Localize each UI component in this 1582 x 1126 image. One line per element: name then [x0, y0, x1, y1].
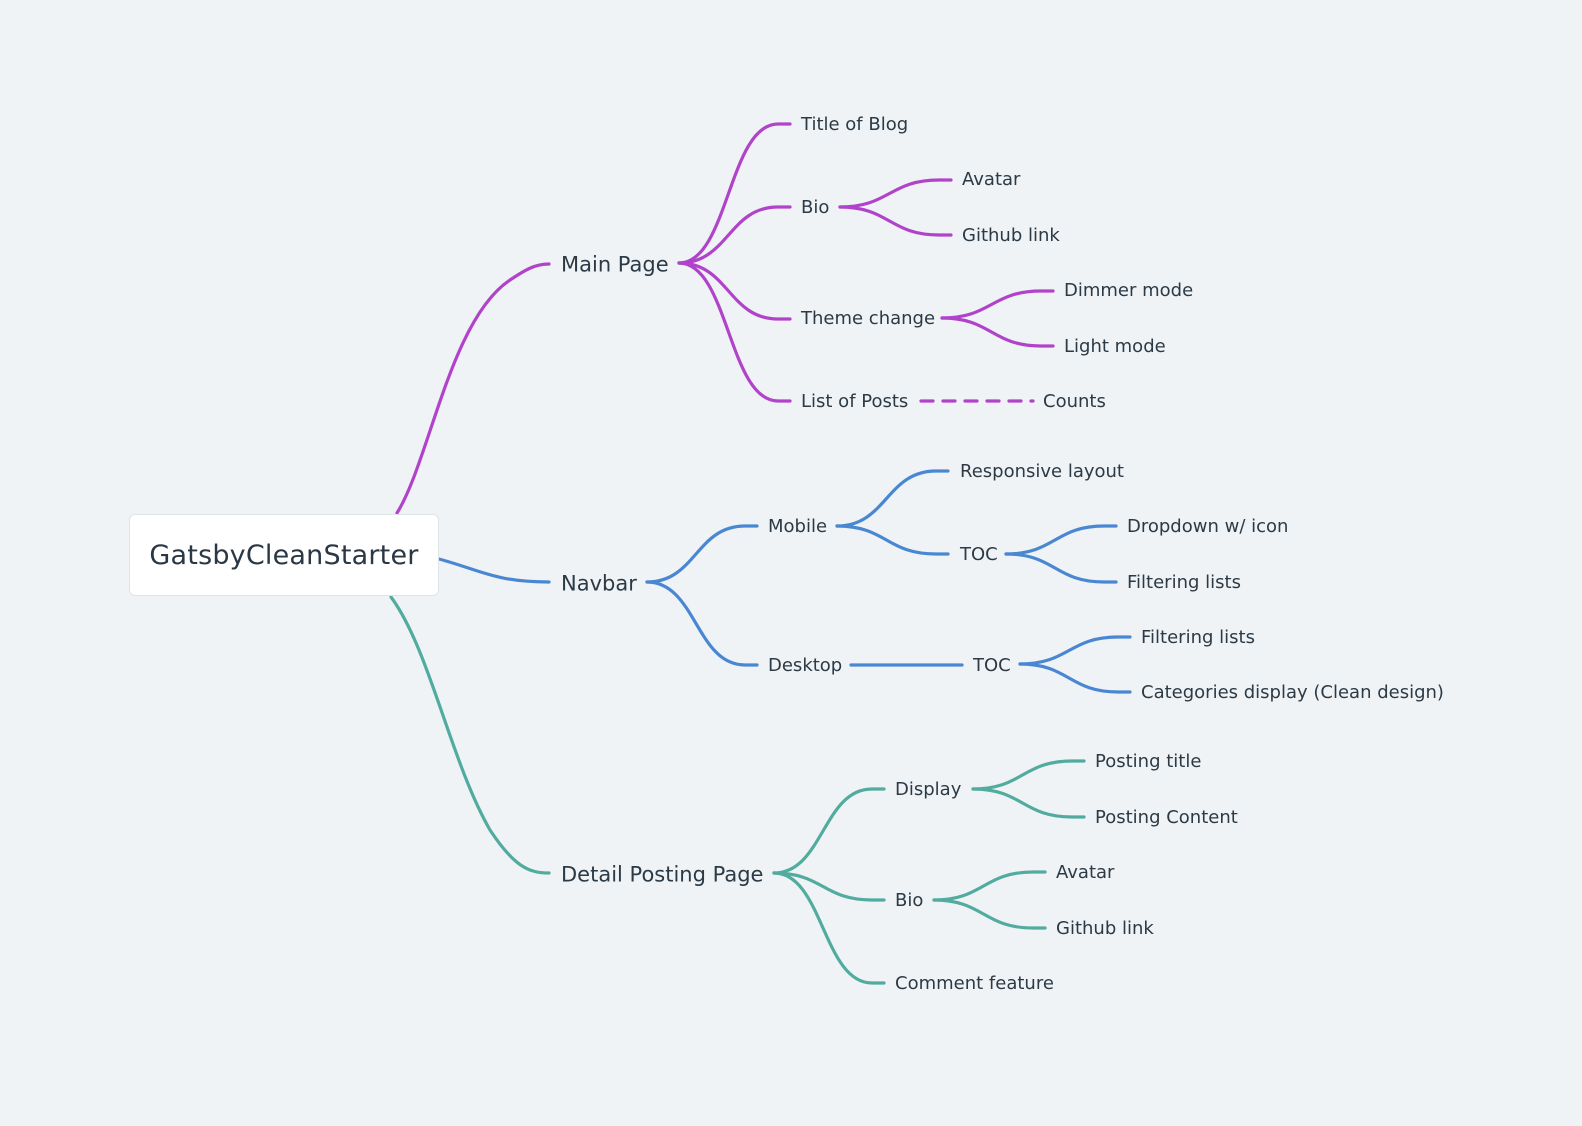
node-desktop-toc[interactable]: TOC [973, 655, 1011, 676]
node-counts[interactable]: Counts [1043, 391, 1106, 412]
edge-main-page-list-of-posts [677, 261, 792, 403]
edge-detail-bio-github-link [932, 898, 1047, 930]
edge-main-page-title-of-blog [677, 122, 792, 265]
edge-bio-github-link [838, 205, 953, 237]
node-dropdown-with-icon[interactable]: Dropdown w/ icon [1127, 516, 1289, 537]
node-main-bio[interactable]: Bio [801, 197, 830, 218]
node-mobile-filtering-lists[interactable]: Filtering lists [1127, 572, 1241, 593]
edge-navbar-mobile [645, 524, 759, 584]
node-main-page[interactable]: Main Page [561, 252, 669, 277]
edge-mobile-toc [835, 524, 950, 556]
node-light-mode[interactable]: Light mode [1064, 336, 1166, 357]
node-dimmer-mode[interactable]: Dimmer mode [1064, 280, 1194, 301]
edge-display-posting-content [971, 787, 1086, 819]
edge-desktop-toc-filtering [1018, 635, 1132, 666]
edge-navbar-desktop [645, 580, 759, 667]
edge-root-navbar [437, 557, 551, 584]
node-posting-title[interactable]: Posting title [1095, 751, 1202, 772]
edge-root-detail-posting-page [389, 595, 551, 875]
node-title-of-blog[interactable]: Title of Blog [801, 114, 909, 135]
edge-display-posting-title [971, 759, 1086, 791]
node-desktop-filtering-lists[interactable]: Filtering lists [1141, 627, 1255, 648]
node-theme-change[interactable]: Theme change [801, 308, 936, 329]
node-detail-bio-github-link[interactable]: Github link [1056, 918, 1154, 939]
root-node-label: GatsbyCleanStarter [149, 539, 419, 571]
node-comment-feature[interactable]: Comment feature [895, 973, 1054, 994]
edge-detail-display [772, 787, 886, 875]
node-navbar[interactable]: Navbar [561, 571, 637, 596]
node-detail-bio-avatar[interactable]: Avatar [1056, 862, 1115, 883]
edge-theme-light-mode [940, 316, 1055, 348]
root-node[interactable]: GatsbyCleanStarter [129, 514, 439, 596]
node-responsive-layout[interactable]: Responsive layout [960, 461, 1124, 482]
node-display[interactable]: Display [895, 779, 962, 800]
node-main-bio-avatar[interactable]: Avatar [962, 169, 1021, 190]
edge-mobile-responsive-layout [835, 469, 950, 528]
edge-bio-avatar [838, 178, 953, 209]
node-main-bio-github-link[interactable]: Github link [962, 225, 1060, 246]
node-desktop[interactable]: Desktop [768, 655, 843, 676]
edge-detail-comment-feature [772, 871, 886, 985]
node-categories-display[interactable]: Categories display (Clean design) [1141, 682, 1444, 703]
edge-main-page-bio [677, 205, 792, 265]
edge-mobile-toc-filtering [1004, 552, 1118, 584]
node-detail-bio[interactable]: Bio [895, 890, 924, 911]
edge-theme-dimmer-mode [940, 289, 1055, 320]
edge-mobile-toc-dropdown [1004, 524, 1118, 556]
edge-root-main-page [395, 262, 551, 515]
node-mobile[interactable]: Mobile [768, 516, 828, 537]
edge-main-page-theme-change [677, 261, 792, 321]
edge-detail-bio [772, 871, 886, 902]
node-list-of-posts[interactable]: List of Posts [801, 391, 909, 412]
node-detail-posting-page[interactable]: Detail Posting Page [561, 862, 764, 887]
node-mobile-toc[interactable]: TOC [960, 544, 998, 565]
edge-detail-bio-avatar [932, 870, 1047, 902]
edge-desktop-toc-categories [1018, 662, 1132, 694]
node-posting-content[interactable]: Posting Content [1095, 807, 1238, 828]
